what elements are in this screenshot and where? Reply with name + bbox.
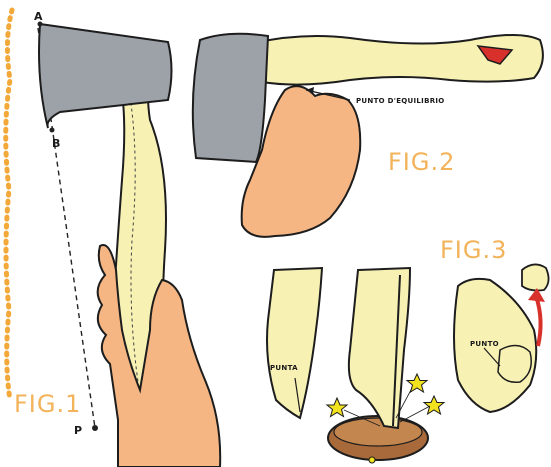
fig3-right-knot <box>498 345 531 382</box>
fig3-left-piece <box>267 268 322 418</box>
fig3-middle-piece <box>349 268 410 428</box>
tip-label: PUNTA <box>270 364 298 372</box>
fig2-axe-drawing <box>193 34 543 237</box>
fig1-title: FIG.1 <box>14 390 81 418</box>
star-icon <box>327 398 347 417</box>
star-icon <box>407 374 427 392</box>
fig3-title: FIG.3 <box>440 236 507 264</box>
fig3-chip <box>522 264 549 290</box>
star-icon <box>424 396 444 414</box>
point-label: PUNTO <box>470 340 499 348</box>
point-b-dot <box>50 128 55 133</box>
fig3-drawing <box>267 264 549 463</box>
point-p-dot <box>92 425 98 431</box>
star-line <box>400 406 430 422</box>
wood-stump-top <box>334 418 422 446</box>
balance-point-label: PUNTO D'EQUILIBRIO <box>356 97 445 105</box>
stump-mark <box>369 457 375 463</box>
point-b-label: B <box>52 137 60 150</box>
fig1-blade <box>39 24 172 128</box>
fig2-title: FIG.2 <box>388 148 455 176</box>
point-p-label: P <box>74 424 82 437</box>
fig2-blade <box>193 34 268 162</box>
point-a-label: A <box>34 10 43 23</box>
red-arrow-icon <box>536 296 541 346</box>
decorative-border <box>6 10 12 400</box>
